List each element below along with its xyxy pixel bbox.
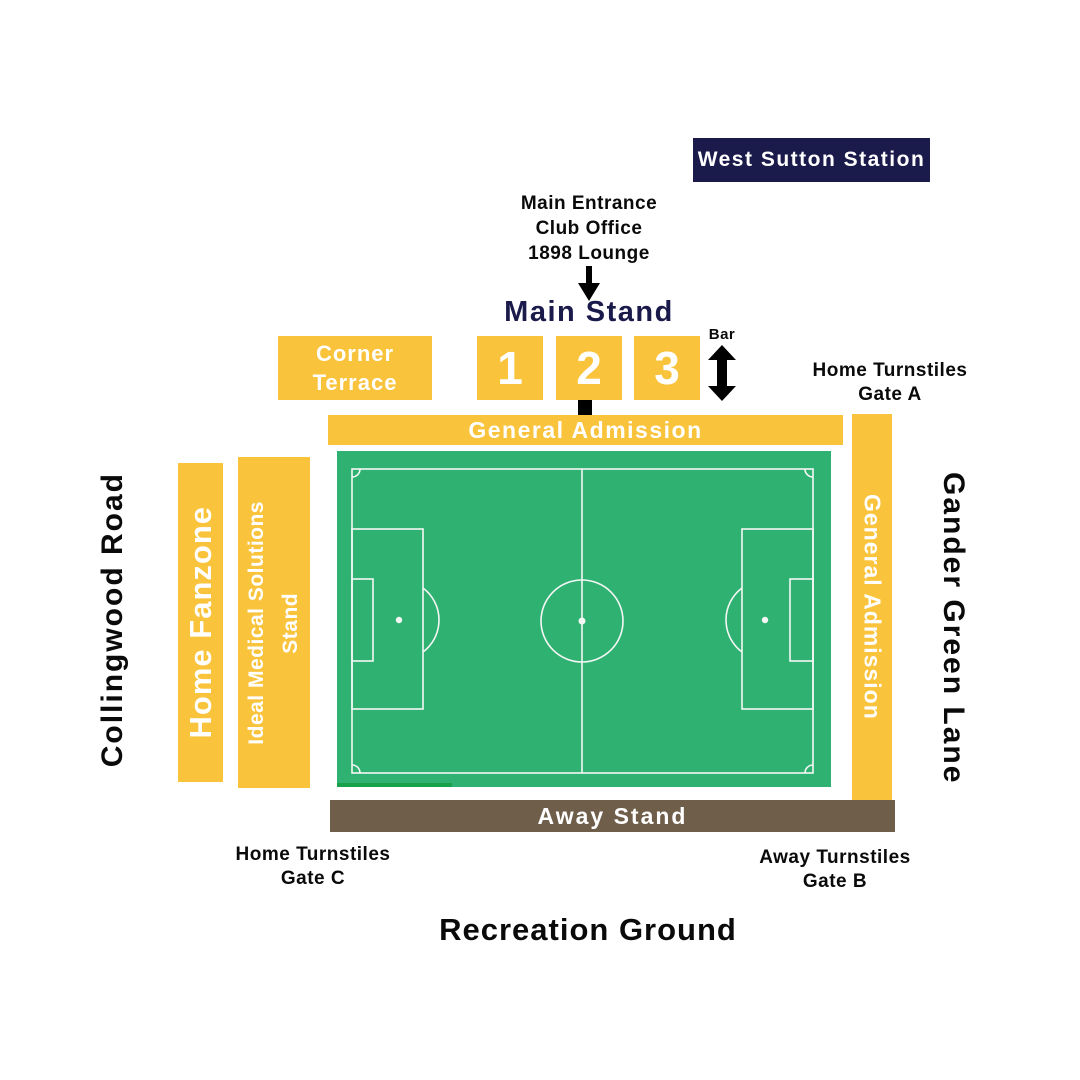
- corner-arc-bottom-right: [804, 764, 814, 774]
- road-label-collingwood: Collingwood Road: [96, 472, 129, 768]
- home-turnstiles-gate-c-label: Home Turnstiles Gate C: [203, 843, 423, 891]
- home-fanzone-stand: Home Fanzone: [178, 463, 223, 782]
- ideal-medical-solutions-stand: Ideal Medical Solutions Stand: [238, 457, 310, 788]
- main-stand-block-3: 3: [634, 336, 700, 400]
- penalty-spot-right: [761, 616, 769, 624]
- main-stand-block-1: 1: [477, 336, 543, 400]
- corner-arc-top-right: [804, 468, 814, 478]
- penalty-arc-right: [725, 587, 743, 653]
- road-label-gander-green-lane: Gander Green Lane: [937, 471, 970, 785]
- entrance-line-1: Main Entrance: [520, 193, 658, 214]
- station-label: West Sutton Station: [697, 148, 926, 171]
- corner-terrace-line-2: Terrace: [312, 370, 398, 395]
- gate-a-line-2: Gate A: [858, 384, 922, 405]
- block-2-connector: [578, 400, 592, 416]
- entrance-line-2: Club Office: [535, 218, 643, 239]
- penalty-spot-left: [395, 616, 403, 624]
- corner-arc-bottom-left: [351, 764, 361, 774]
- away-turnstiles-gate-b-label: Away Turnstiles Gate B: [725, 846, 945, 894]
- gate-a-line-1: Home Turnstiles: [812, 360, 968, 381]
- general-admission-top-label: General Admission: [468, 416, 703, 443]
- ideal-stand-line-1: Ideal Medical Solutions: [245, 500, 268, 745]
- pitch-bottom-strip: [337, 783, 452, 787]
- centre-spot: [578, 617, 586, 625]
- station-box: West Sutton Station: [693, 138, 930, 182]
- corner-terrace-stand: Corner Terrace: [278, 336, 432, 400]
- home-turnstiles-gate-a-label: Home Turnstiles Gate A: [780, 359, 1000, 407]
- entrance-line-3: 1898 Lounge: [528, 243, 650, 264]
- goal-area-left: [351, 578, 374, 662]
- ideal-stand-line-2: Stand: [279, 592, 302, 653]
- block-1-number: 1: [497, 342, 523, 394]
- general-admission-right-label: General Admission: [859, 494, 886, 720]
- gate-b-line-1: Away Turnstiles: [759, 847, 911, 868]
- home-fanzone-label: Home Fanzone: [182, 506, 218, 739]
- main-stand-title: Main Stand: [504, 296, 674, 328]
- main-stand-block-2: 2: [556, 336, 622, 400]
- gate-b-line-2: Gate B: [802, 871, 868, 892]
- centre-circle: [540, 579, 624, 663]
- penalty-arc-left: [422, 587, 440, 653]
- gate-c-line-1: Home Turnstiles: [235, 844, 391, 865]
- bar-label: Bar: [708, 326, 736, 343]
- entrance-down-arrow-icon: [573, 266, 605, 307]
- general-admission-right-stand: General Admission: [852, 414, 892, 800]
- away-stand: Away Stand: [330, 800, 895, 832]
- corner-arc-top-left: [351, 468, 361, 478]
- gate-c-line-2: Gate C: [280, 868, 346, 889]
- pitch-spots: [395, 616, 769, 625]
- football-pitch: [337, 451, 831, 787]
- bar-updown-arrow-icon: [705, 344, 739, 407]
- recreation-ground-label: Recreation Ground: [439, 912, 737, 947]
- corner-terrace-line-1: Corner: [315, 341, 395, 366]
- goal-area-right: [789, 578, 814, 662]
- block-2-number: 2: [576, 342, 602, 394]
- main-entrance-label: Main Entrance Club Office 1898 Lounge: [459, 191, 719, 266]
- general-admission-top-stand: General Admission: [328, 415, 843, 445]
- away-stand-label: Away Stand: [537, 802, 688, 829]
- block-3-number: 3: [654, 342, 680, 394]
